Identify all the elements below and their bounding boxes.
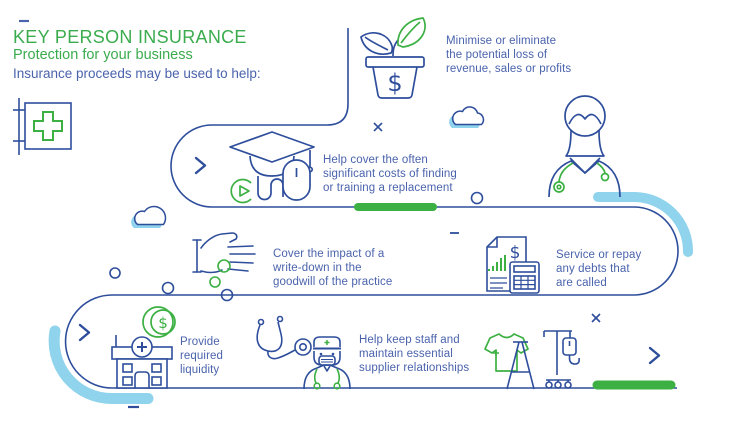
svg-text:$: $ bbox=[510, 243, 521, 263]
benefit-text-liquidity: Provide required liquidity bbox=[180, 336, 223, 376]
doctor-illustration bbox=[303, 336, 351, 390]
dot-decoration bbox=[109, 191, 484, 295]
coin-icon: $ bbox=[142, 306, 176, 338]
invoice-calculator-icon: $ bbox=[486, 236, 540, 294]
cloud-icon bbox=[449, 106, 485, 128]
graduation-cap-icon bbox=[229, 131, 315, 177]
svg-text:$: $ bbox=[387, 69, 402, 97]
highlight-arc-right bbox=[593, 192, 693, 257]
benefit-text-replacement: Help cover the often significant costs o… bbox=[323, 154, 457, 194]
benefit-text-staff: Help keep staff and maintain essential s… bbox=[359, 334, 470, 374]
cloud-icon bbox=[131, 205, 167, 228]
page-title: KEY PERSON INSURANCE bbox=[13, 27, 247, 47]
intro-text: Insurance proceeds may be used to help: bbox=[13, 66, 261, 81]
cable-squiggle bbox=[257, 176, 284, 201]
ladder-icon bbox=[506, 341, 535, 390]
x-marker-icon bbox=[373, 122, 383, 132]
chevron-right-icon bbox=[78, 156, 661, 365]
highlight-arc-left bbox=[48, 325, 154, 405]
x-marker-icon bbox=[591, 313, 601, 323]
money-plant-icon: $ bbox=[360, 17, 426, 99]
scrubs-shirt-icon bbox=[484, 333, 529, 372]
road-path bbox=[64, 28, 679, 389]
benefit-text-goodwill: Cover the impact of a write-down in the … bbox=[273, 248, 393, 288]
hospital-building-icon bbox=[111, 335, 173, 389]
play-video-icon bbox=[230, 178, 252, 204]
computer-mouse-icon bbox=[282, 159, 311, 201]
stethoscope-icon bbox=[256, 315, 312, 360]
svg-text:$: $ bbox=[158, 314, 168, 332]
page-subtitle: Protection for your business bbox=[13, 47, 193, 63]
hand-coins-icon bbox=[192, 232, 256, 302]
benefit-text-debts: Service or repay any debts that are call… bbox=[556, 249, 642, 289]
nurse-illustration bbox=[548, 95, 621, 198]
benefit-text-revenue: Minimise or eliminate the potential loss… bbox=[446, 35, 572, 75]
pharmacy-sign-icon bbox=[13, 98, 72, 155]
iv-stand-icon bbox=[543, 330, 580, 389]
